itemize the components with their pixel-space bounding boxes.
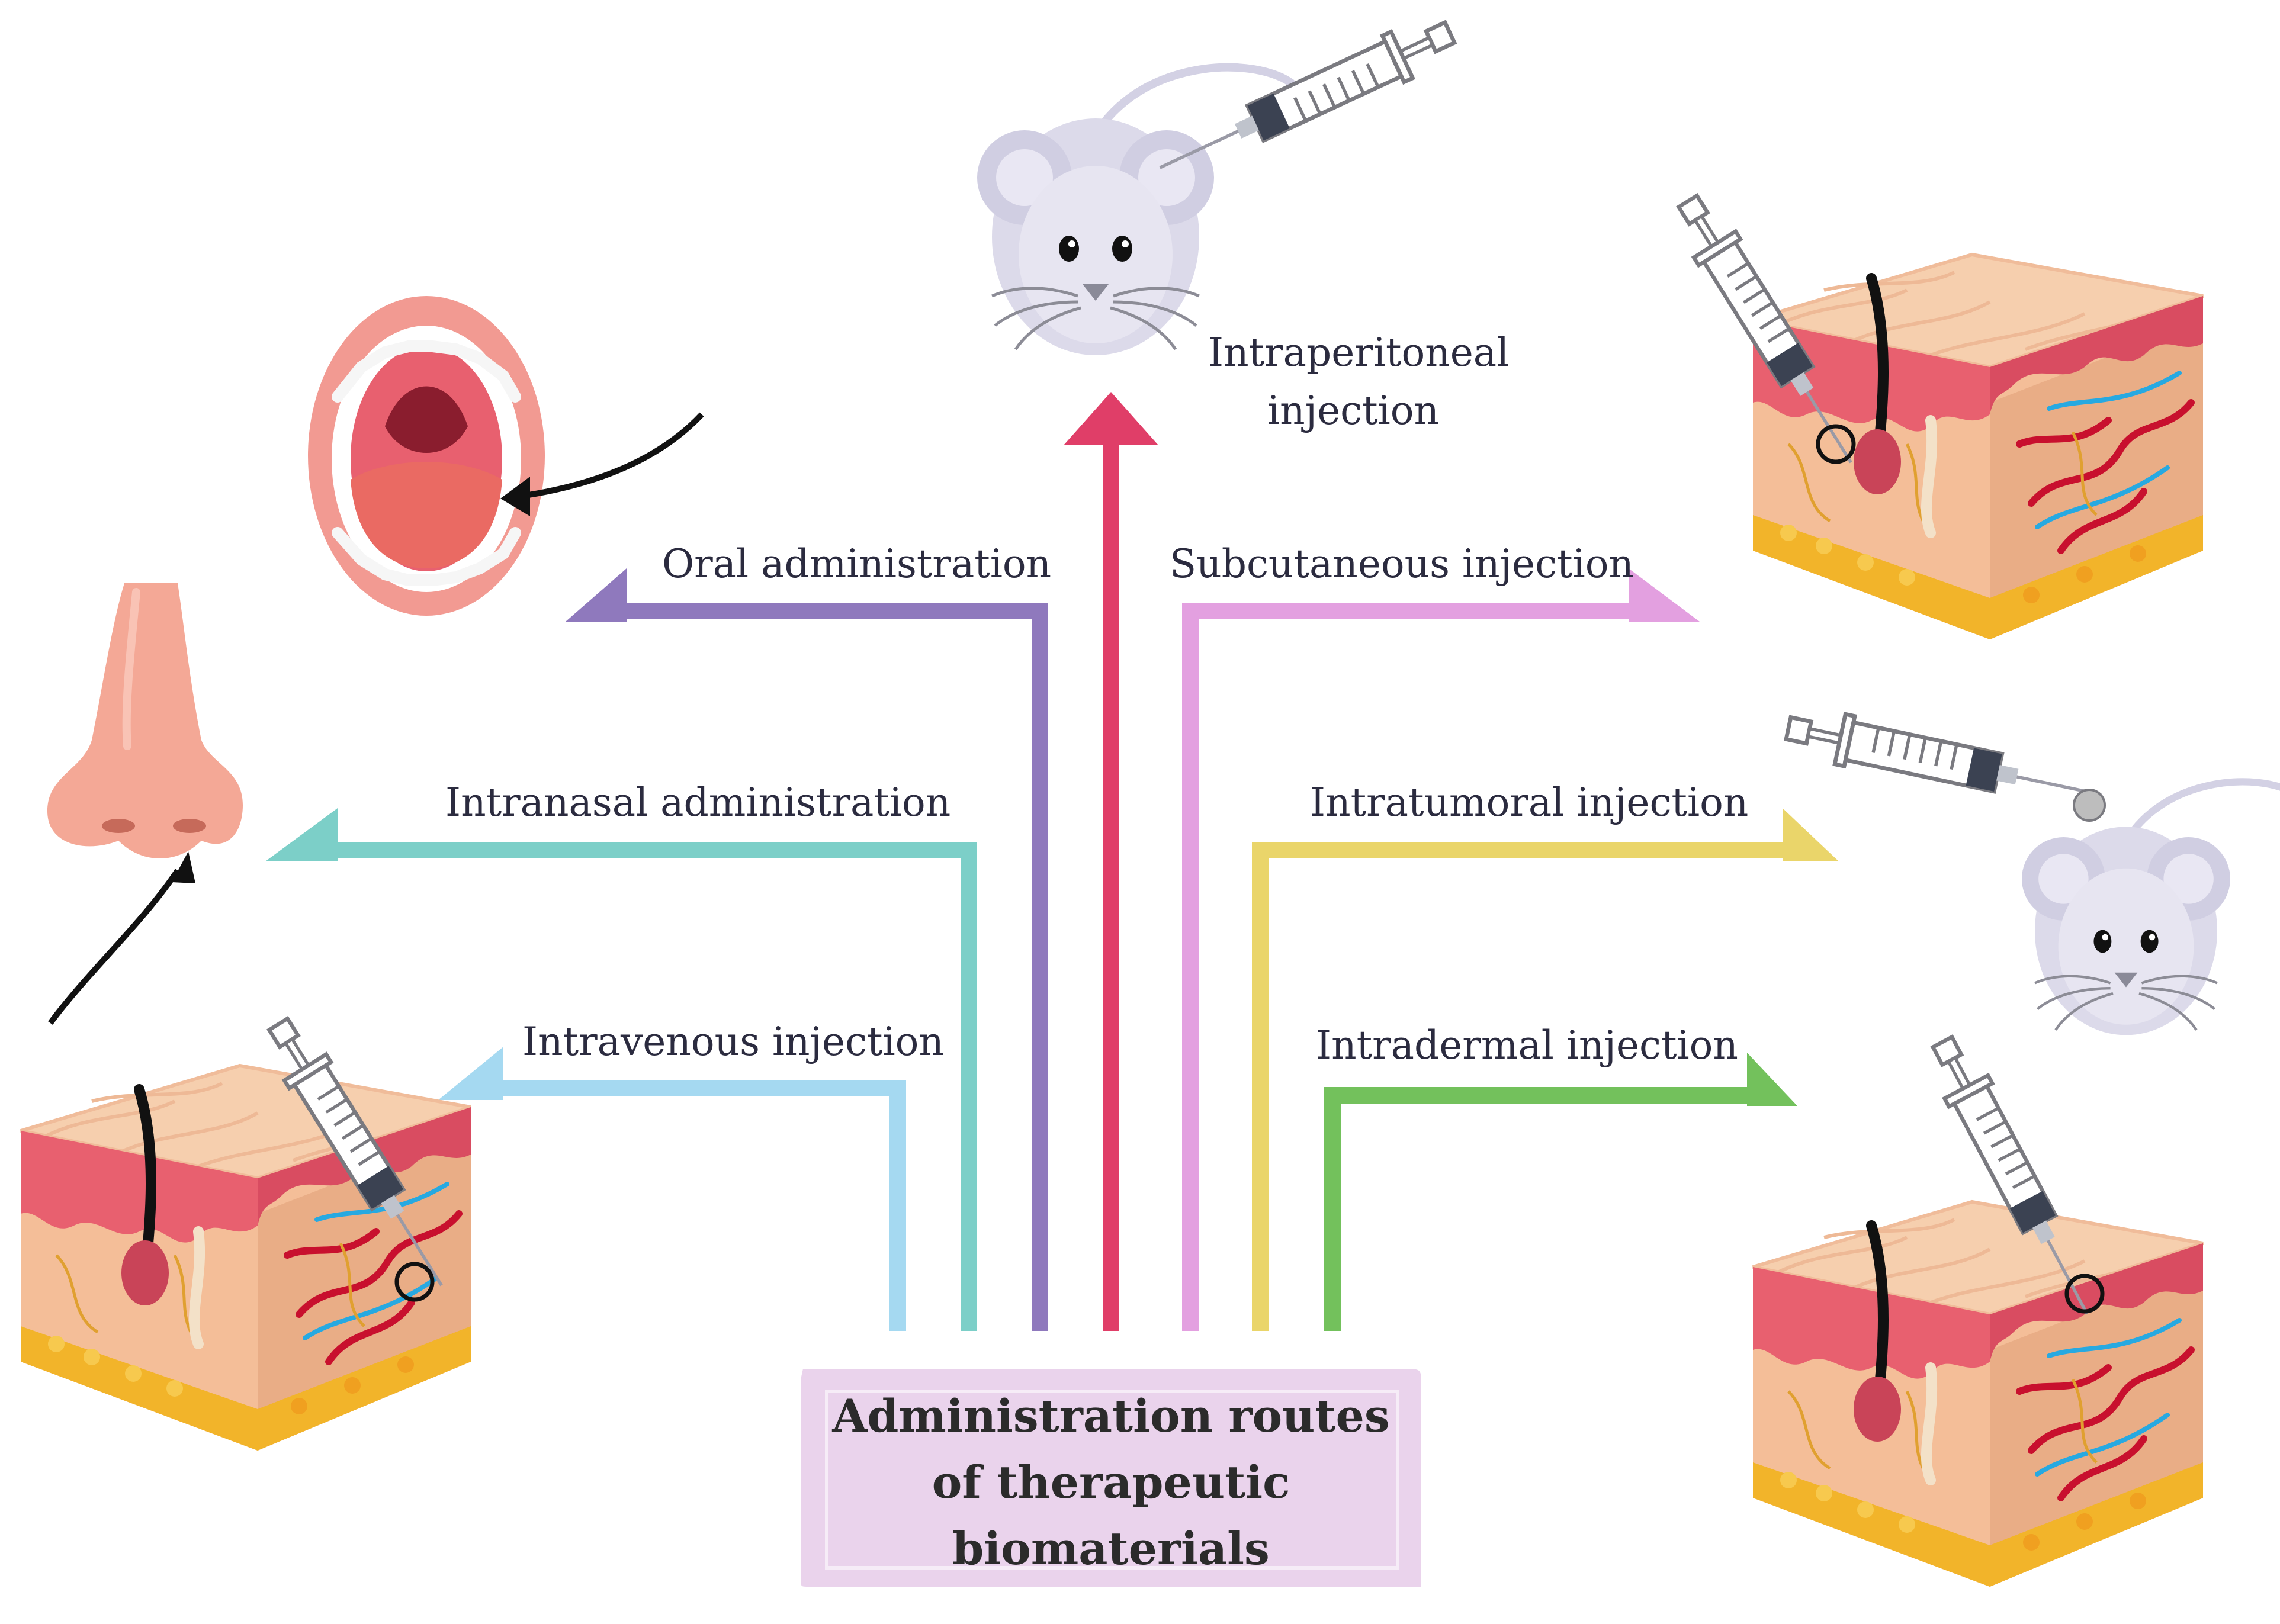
label-subcutaneous: Subcutaneous injection	[1170, 541, 1634, 587]
nose-icon	[47, 583, 243, 858]
title-box: Administration routes of therapeutic bio…	[801, 1369, 1421, 1587]
skin-block-icon	[1753, 1202, 2203, 1587]
route-arrows	[265, 392, 1839, 1331]
arrow-intraperitoneal	[1064, 392, 1158, 1331]
curved-arrow-icon	[47, 851, 195, 1025]
arrow-intravenous	[438, 1047, 906, 1331]
injection-site-icon	[1816, 424, 1856, 464]
injection-site-icon	[394, 1262, 435, 1302]
mouse-icon	[2022, 782, 2280, 1035]
mouth-icon	[308, 296, 545, 616]
label-intranasal: Intranasal administration	[445, 780, 950, 825]
title-line-2: of therapeutic	[932, 1456, 1290, 1509]
mouse-icon	[977, 67, 1291, 355]
syringe-icon	[1783, 703, 2106, 820]
label-intravenous: Intravenous injection	[522, 1019, 944, 1065]
route-labels: Intraperitoneal injection Oral administr…	[445, 330, 1748, 1068]
arrow-intradermal	[1324, 1053, 1797, 1331]
label-intradermal: Intradermal injection	[1316, 1022, 1738, 1068]
title-line-3: biomaterials	[952, 1522, 1270, 1575]
label-oral: Oral administration	[662, 541, 1051, 587]
arrow-subcutaneous	[1182, 568, 1700, 1331]
injection-site-icon	[2064, 1274, 2105, 1314]
title-line-1: Administration routes	[831, 1390, 1389, 1442]
skin-block-icon	[1753, 255, 2203, 639]
arrow-oral	[566, 568, 1048, 1331]
skin-block-icon	[21, 1066, 471, 1451]
label-intraperitoneal-line2: injection	[1267, 388, 1439, 433]
arrow-intratumoral	[1252, 808, 1839, 1331]
tumor-icon	[2073, 789, 2106, 822]
curved-arrow-icon	[500, 412, 704, 516]
label-intratumoral: Intratumoral injection	[1310, 780, 1748, 825]
arrow-intranasal	[265, 808, 977, 1331]
label-intraperitoneal-line1: Intraperitoneal	[1208, 330, 1509, 375]
